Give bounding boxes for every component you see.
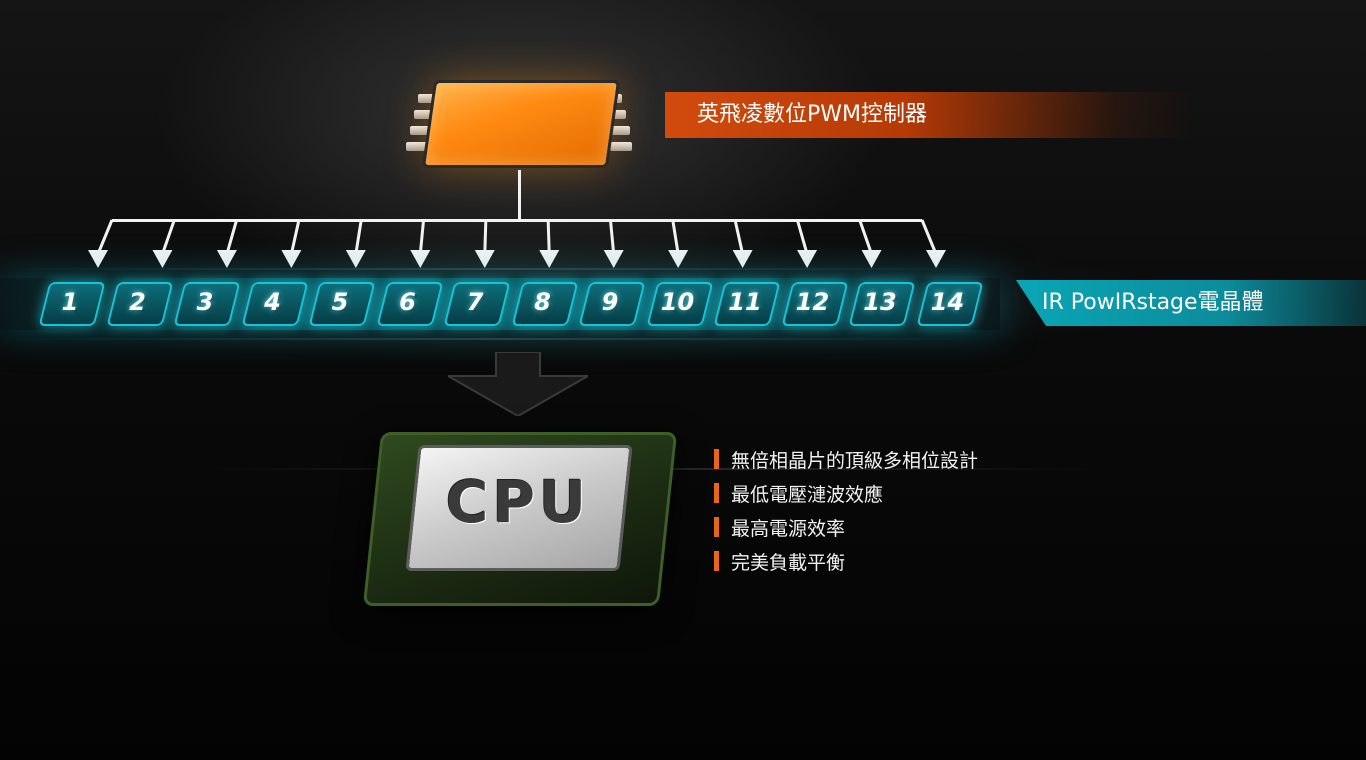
bullet-bar: [714, 449, 719, 469]
phase-number: 10: [660, 288, 695, 316]
phase-number: 6: [399, 288, 416, 316]
distribution-bus-line: [112, 219, 922, 222]
feature-item: 最高電源效率: [714, 510, 978, 544]
pwm-controller-label: 英飛凌數位PWM控制器: [665, 92, 1195, 138]
phase-number: 9: [601, 288, 619, 316]
down-arrow-icon: [448, 352, 588, 416]
pwm-controller-chip: [406, 80, 632, 168]
phase-number: 3: [196, 288, 214, 316]
phase-number: 2: [129, 288, 146, 316]
bullet-bar: [714, 483, 719, 503]
feature-item: 最低電壓漣波效應: [714, 476, 978, 510]
phase-number: 5: [331, 288, 349, 316]
phase-number: 7: [466, 288, 484, 316]
light-streak: [0, 268, 1000, 270]
phase-number: 8: [534, 288, 551, 316]
phase-number: 12: [795, 288, 830, 316]
phase-number: 1: [61, 288, 79, 316]
cpu-label: CPU: [445, 468, 591, 536]
bullet-bar: [714, 551, 719, 571]
distribution-trunk-line: [518, 170, 521, 220]
light-streak: [0, 338, 1000, 340]
feature-list: 無倍相晶片的頂級多相位設計 最低電壓漣波效應 最高電源效率 完美負載平衡: [714, 442, 978, 578]
power-stage-label: IR PowIRstage電晶體: [1016, 280, 1366, 326]
feature-item: 無倍相晶片的頂級多相位設計: [714, 442, 978, 476]
phase-number: 4: [264, 288, 281, 316]
phase-number: 13: [863, 288, 897, 316]
phase-number: 11: [728, 288, 762, 316]
bullet-bar: [714, 517, 719, 537]
feature-item: 完美負載平衡: [714, 544, 978, 578]
phase-number: 14: [930, 288, 965, 316]
